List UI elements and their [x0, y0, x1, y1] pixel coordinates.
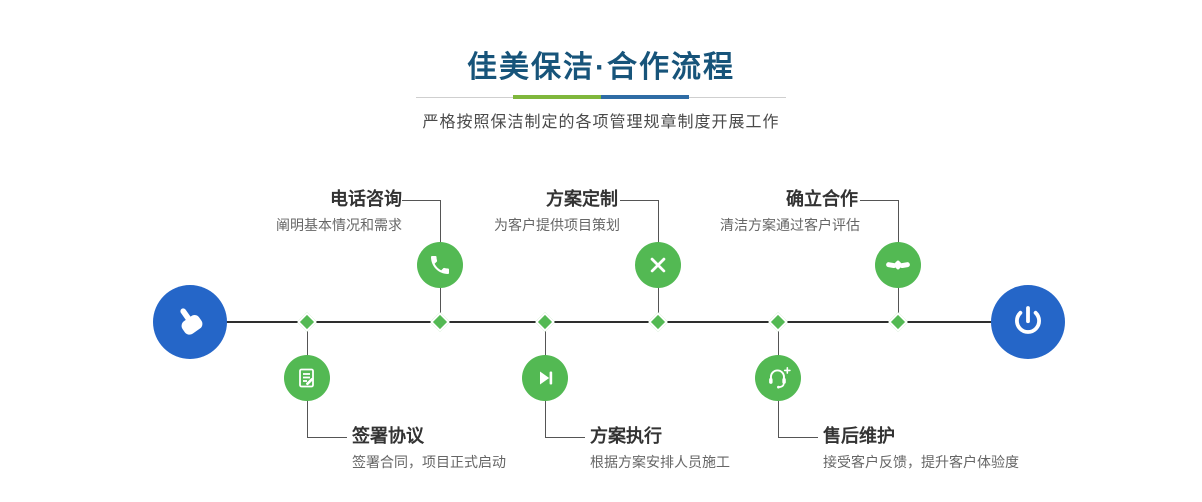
- handshake-icon: [886, 260, 910, 270]
- timeline-diamond-marker: [768, 312, 788, 332]
- step-node: [755, 355, 801, 401]
- page-subtitle: 严格按照保洁制定的各项管理规章制度开展工作: [422, 114, 780, 131]
- step-node: [635, 242, 681, 288]
- timeline-diamond-marker: [648, 312, 668, 332]
- step-description: 清洁方案通过客户评估: [720, 217, 860, 233]
- connector-line: [545, 437, 585, 438]
- step-label: 确立合作: [786, 189, 858, 209]
- step-label: 售后维护: [823, 426, 895, 446]
- step-node: [875, 242, 921, 288]
- step-description: 为客户提供项目策划: [494, 217, 620, 233]
- timeline-diamond-marker: [430, 312, 450, 332]
- connector-line: [860, 200, 898, 201]
- power-icon: [1015, 306, 1041, 334]
- step-node: [284, 355, 330, 401]
- step-node: [522, 355, 568, 401]
- timeline-end-node: [991, 285, 1065, 359]
- step-node: [417, 242, 463, 288]
- step-description: 阐明基本情况和需求: [276, 217, 402, 233]
- step-description: 签署合同，项目正式启动: [352, 454, 506, 470]
- headset-icon: [769, 367, 791, 389]
- timeline-start-node: [153, 285, 227, 359]
- title-divider-blue-segment: [601, 95, 689, 99]
- step-label: 电话咨询: [330, 189, 402, 209]
- timeline-diamond-marker: [535, 312, 555, 332]
- title-divider-green-segment: [513, 95, 601, 99]
- contract-icon: [299, 368, 314, 388]
- phone-icon: [431, 256, 449, 274]
- step-description: 接受客户反馈，提升客户体验度: [823, 454, 1019, 470]
- connector-line: [778, 437, 818, 438]
- step-description: 根据方案安排人员施工: [590, 454, 730, 470]
- step-label: 签署协议: [352, 426, 424, 446]
- timeline-diamond-marker: [888, 312, 908, 332]
- pointing-hand-icon: [180, 308, 203, 335]
- pen-ruler-icon: [650, 257, 666, 273]
- step-label: 方案执行: [590, 426, 662, 446]
- timeline-diamond-marker: [297, 312, 317, 332]
- connector-line: [620, 200, 658, 201]
- step-label: 方案定制: [546, 189, 618, 209]
- timeline-line: [190, 321, 1030, 323]
- page-title: 佳美保洁·合作流程: [467, 51, 735, 84]
- connector-line: [307, 437, 347, 438]
- play-icon: [540, 371, 553, 385]
- connector-line: [402, 200, 440, 201]
